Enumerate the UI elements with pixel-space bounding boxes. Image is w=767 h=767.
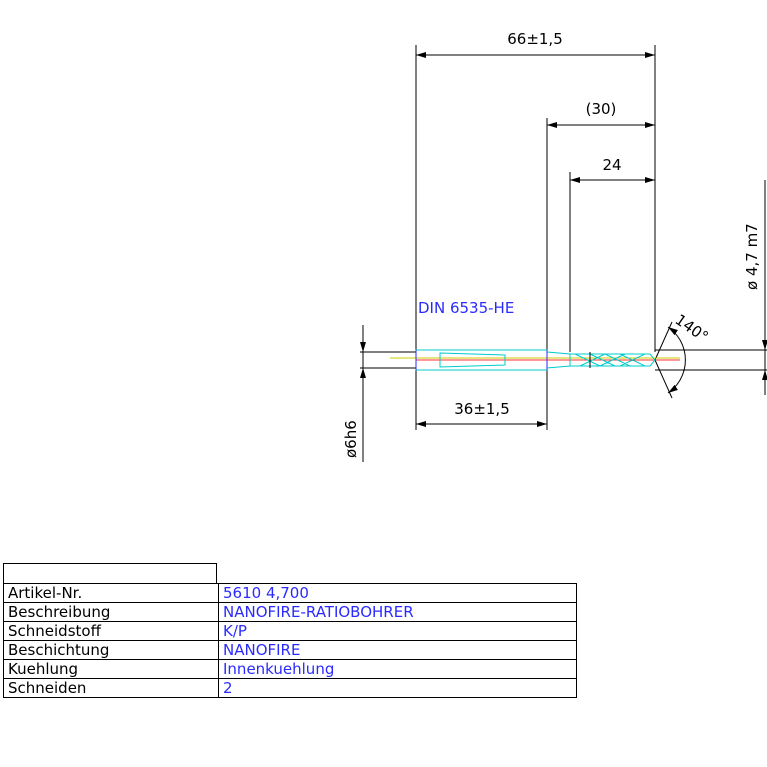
spec-label: Beschreibung: [3, 602, 219, 622]
table-header-cell: [3, 563, 217, 583]
point-angle-text: 140°: [672, 311, 712, 346]
diameter-text: ø 4,7 m7: [743, 223, 761, 290]
spec-value: 2: [218, 678, 577, 698]
point-angle-arc: [654, 321, 686, 399]
spec-value: 5610 4,700: [218, 583, 577, 603]
total-length-text: 66±1,5: [507, 30, 563, 48]
flutes: [569, 353, 656, 367]
spec-value: Innenkuehlung: [218, 659, 577, 679]
flute-ref-text: (30): [586, 100, 617, 118]
spec-value: NANOFIRE-RATIOBOHRER: [218, 602, 577, 622]
drill-body: [390, 349, 680, 371]
spec-label: Kuehlung: [3, 659, 219, 679]
spec-value: K/P: [218, 621, 577, 641]
spec-label: Artikel-Nr.: [3, 583, 219, 603]
extension-lines: [360, 45, 767, 462]
spec-label: Schneiden: [3, 678, 219, 698]
spec-label: Beschichtung: [3, 640, 219, 660]
standard-label: DIN 6535-HE: [418, 299, 514, 317]
dimension-lines: [360, 52, 767, 427]
spec-value: NANOFIRE: [218, 640, 577, 660]
shank-diameter-text: ø6h6: [342, 420, 360, 458]
cutting-length-text: 24: [602, 156, 621, 174]
spec-label: Schneidstoff: [3, 621, 219, 641]
shank-flat: [439, 352, 506, 368]
shank-length-text: 36±1,5: [454, 400, 510, 418]
table-row: Artikel-Nr.5610 4,700: [3, 583, 577, 603]
